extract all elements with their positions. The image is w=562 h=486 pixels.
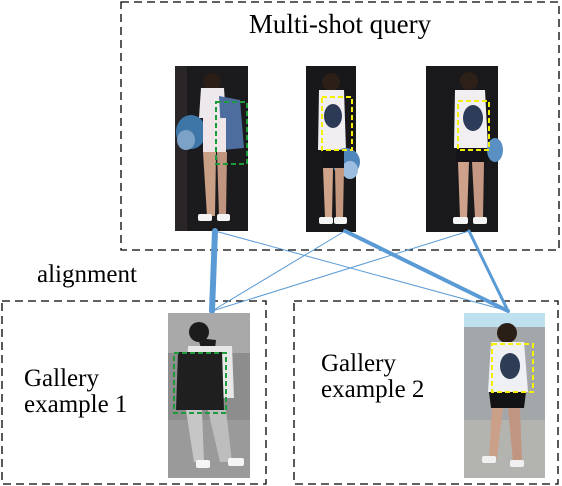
gallery-2-label-line2: example 2 — [321, 376, 425, 404]
gallery-image-2 — [464, 313, 545, 478]
yellow-roi-query-2 — [321, 96, 353, 151]
link-q3-g1 — [211, 230, 470, 312]
gallery-1-label-line1: Gallery — [24, 365, 99, 392]
gallery-1-label-line2: example 1 — [24, 391, 128, 419]
gallery-1-label: Gallery example 1 — [24, 365, 174, 419]
gallery-2-label-line1: Gallery — [321, 350, 396, 377]
gallery-image-1 — [168, 313, 250, 478]
yellow-roi-gallery-2 — [491, 343, 534, 393]
query-title: Multi-shot query — [248, 9, 432, 39]
alignment-label: alignment — [37, 261, 137, 288]
query-image-3 — [426, 66, 503, 232]
query-image-1 — [175, 66, 248, 231]
query-image-2 — [306, 66, 360, 232]
link-q3-g2 — [467, 229, 510, 313]
green-roi-query-1 — [215, 101, 248, 165]
link-q1-g1 — [209, 228, 218, 314]
green-roi-gallery-1 — [173, 352, 227, 414]
link-q2-g2 — [343, 229, 510, 313]
gallery-box-1 — [1, 300, 267, 485]
link-q1-g2 — [214, 230, 509, 312]
alignment-links — [209, 228, 510, 314]
link-q2-g1 — [211, 230, 346, 312]
query-box — [120, 1, 560, 251]
gallery-box-2 — [293, 300, 559, 485]
gallery-2-label: Gallery example 2 — [321, 350, 471, 404]
